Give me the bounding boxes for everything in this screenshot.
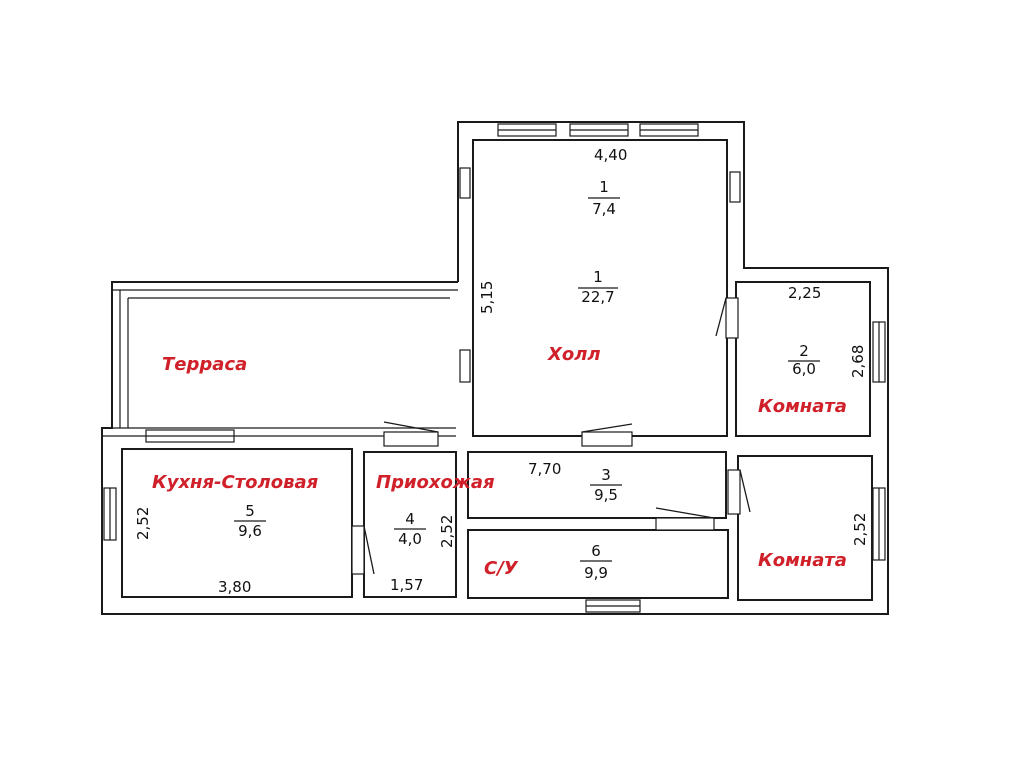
room-top-area: 2 6,0 xyxy=(788,342,820,378)
svg-text:1: 1 xyxy=(593,268,603,286)
bathroom-label: С/У xyxy=(484,558,519,579)
room-corridor xyxy=(467,451,727,519)
bathroom-area: 6 9,9 xyxy=(580,542,612,582)
hall-label: Холл xyxy=(547,344,601,365)
corridor-length-dim: 7,70 xyxy=(528,460,561,478)
room-top-label: Комната xyxy=(758,396,847,417)
kitchen-area: 5 9,6 xyxy=(234,502,266,540)
svg-text:3: 3 xyxy=(601,466,611,484)
svg-text:6: 6 xyxy=(591,542,601,560)
doors xyxy=(351,297,751,575)
kitchen-label: Кухня-Столовая xyxy=(152,472,319,493)
room-bottom-right xyxy=(737,455,873,601)
kitchen-width-dim: 3,80 xyxy=(218,578,251,596)
corridor-area: 3 9,5 xyxy=(590,466,622,504)
room-top-depth-dim: 2,68 xyxy=(849,345,867,378)
hall-width-dim: 4,40 xyxy=(594,146,627,164)
hallway-label: Приохожая xyxy=(376,472,495,493)
room-bottom-label: Комната xyxy=(758,550,847,571)
room-bathroom xyxy=(467,529,729,599)
svg-text:1: 1 xyxy=(599,178,609,196)
hall-depth-dim: 5,15 xyxy=(478,281,496,314)
hall-upper-area: 1 7,4 xyxy=(588,178,620,218)
room-top-width-dim: 2,25 xyxy=(788,284,821,302)
svg-text:9,6: 9,6 xyxy=(238,522,262,540)
svg-text:4: 4 xyxy=(405,510,415,528)
kitchen-depth-dim: 2,52 xyxy=(134,507,152,540)
svg-text:5: 5 xyxy=(245,502,255,520)
hallway-width-dim: 1,57 xyxy=(390,576,423,594)
room-hallway xyxy=(363,451,457,598)
svg-text:2: 2 xyxy=(799,342,809,360)
hallway-depth-dim: 2,52 xyxy=(438,515,456,548)
outer-walls xyxy=(101,121,889,615)
terrace-label: Терраса xyxy=(162,354,247,375)
windows xyxy=(103,123,886,613)
room-kitchen xyxy=(121,448,353,598)
svg-text:22,7: 22,7 xyxy=(581,288,614,306)
room-top-right xyxy=(735,281,871,437)
svg-text:4,0: 4,0 xyxy=(398,530,422,548)
room-bottom-depth-dim: 2,52 xyxy=(851,513,869,546)
svg-text:9,5: 9,5 xyxy=(594,486,618,504)
hallway-area: 4 4,0 xyxy=(394,510,426,548)
svg-text:9,9: 9,9 xyxy=(584,564,608,582)
hall-area: 1 22,7 xyxy=(578,268,618,306)
svg-text:6,0: 6,0 xyxy=(792,360,816,378)
svg-text:7,4: 7,4 xyxy=(592,200,616,218)
